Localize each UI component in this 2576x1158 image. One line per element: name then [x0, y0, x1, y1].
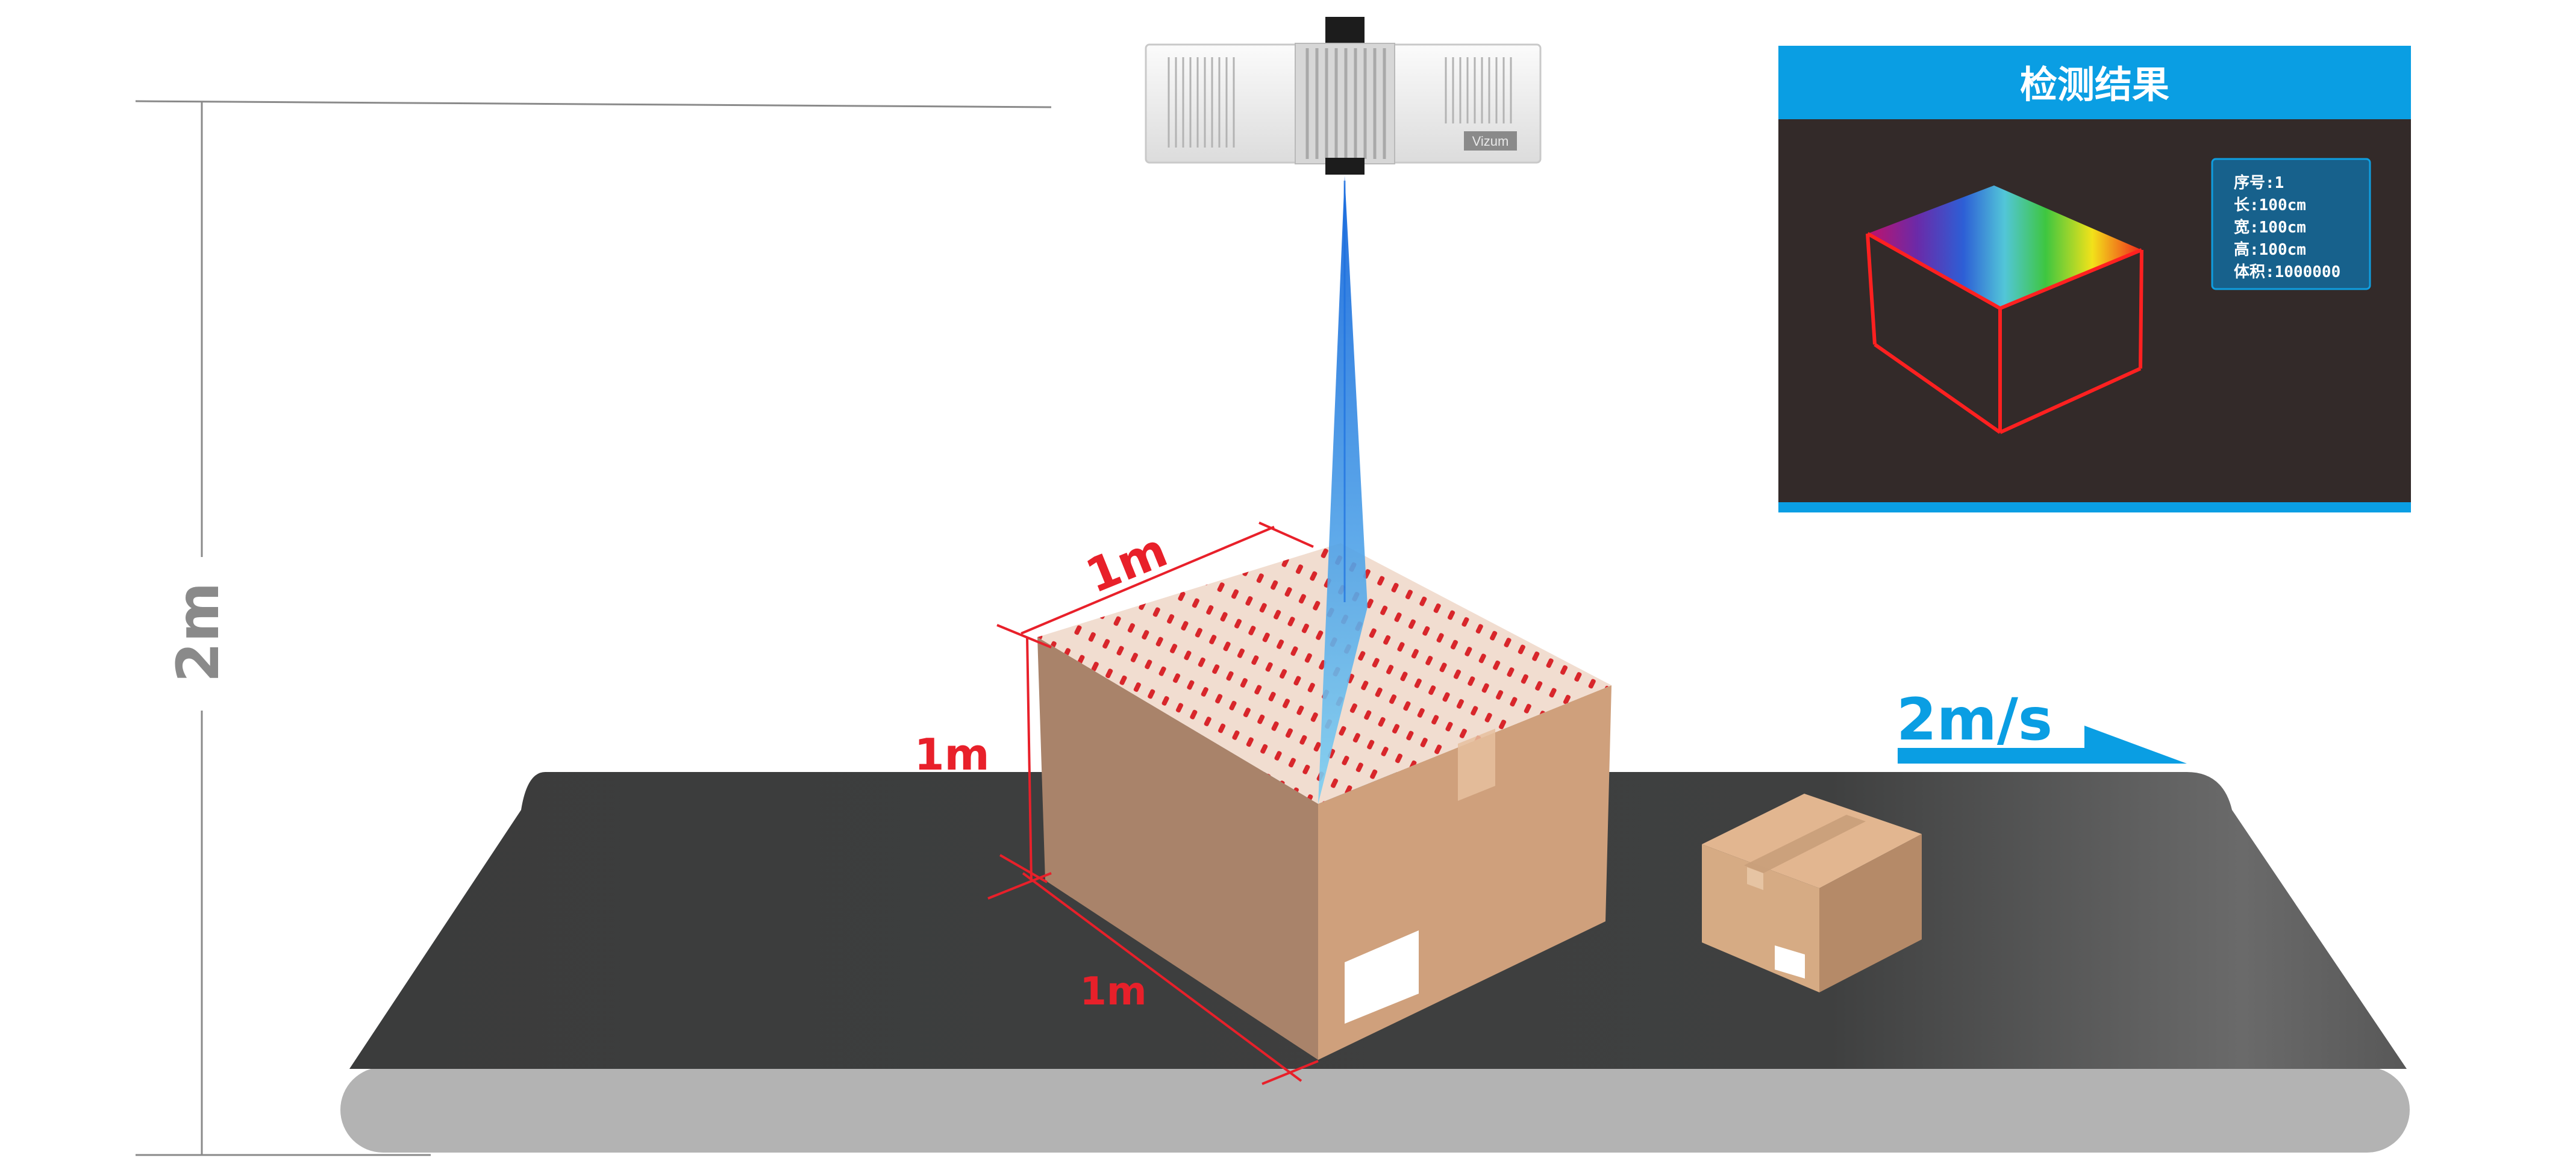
info-height: 高:100cm: [2234, 240, 2306, 259]
height-label: 2m: [164, 582, 232, 683]
small-box-tape: [1744, 815, 1866, 873]
width-tick-left: [987, 872, 1052, 900]
width-label: 1m: [1080, 970, 1146, 1014]
small-box: [1702, 794, 1922, 992]
measurement-info-card: 序号:1 长:100cm 宽:100cm 高:100cm 体积:1000000: [2211, 158, 2371, 290]
model-front-left-edge: [1866, 233, 1877, 345]
scanner-lens: [1325, 158, 1365, 175]
result-panel-header: [1778, 46, 2411, 119]
width-dimension-line: [1022, 872, 1302, 1082]
scanner-device: Vizum: [1145, 17, 1542, 175]
info-serial: 序号:1: [2234, 173, 2284, 192]
large-box-front: [1037, 637, 1318, 1060]
speed-label: 2m/s: [1896, 686, 2052, 753]
info-volume: 体积:1000000: [2234, 263, 2340, 281]
scanner-brand: Vizum: [1472, 134, 1509, 149]
length-tick-right: [1258, 521, 1314, 548]
length-tick-left: [996, 624, 1052, 649]
scanned-box-model: [1866, 185, 2143, 434]
top-guide-line: [135, 100, 1052, 108]
model-right-edge: [2139, 249, 2143, 369]
box-height-label: 1m: [914, 729, 989, 780]
width-tick-right: [1261, 1060, 1319, 1085]
length-label: 1m: [1079, 523, 1175, 604]
model-bottom-right-edge: [1999, 367, 2142, 434]
info-length: 长:100cm: [2234, 196, 2306, 214]
height-dimension-line: [1026, 637, 1033, 883]
small-box-tape-flap: [1747, 867, 1763, 890]
large-box-tape: [1458, 729, 1495, 801]
result-panel-title: 检测结果: [2020, 63, 2169, 107]
length-dimension-line: [1021, 526, 1275, 635]
scan-beam-cone: [1318, 176, 1368, 804]
result-panel: 检测结果 序号:1 长:100cm 宽:100cm 高:100cm 体积:100…: [1778, 46, 2411, 512]
speed-arrow: [1898, 726, 2187, 764]
scanner-left-vents: [1168, 57, 1235, 148]
result-panel-footer: [1778, 502, 2411, 512]
speed-indicator: 2m/s: [1896, 686, 2187, 764]
scanner-right-vents: [1445, 57, 1512, 123]
height-dimension: 2m: [135, 100, 1052, 1156]
belt-roller: [340, 1067, 2410, 1153]
small-box-side: [1819, 834, 1922, 992]
model-bottom-left-edge: [1874, 343, 2001, 434]
scan-beam: [1318, 176, 1368, 804]
large-box-label: [1345, 930, 1419, 1024]
info-width: 宽:100cm: [2234, 218, 2306, 237]
small-box-label: [1775, 945, 1805, 979]
scanner-heatsink: [1305, 48, 1386, 159]
scanner-brand-plate: [1464, 131, 1517, 151]
info-card-background: [2211, 158, 2371, 290]
